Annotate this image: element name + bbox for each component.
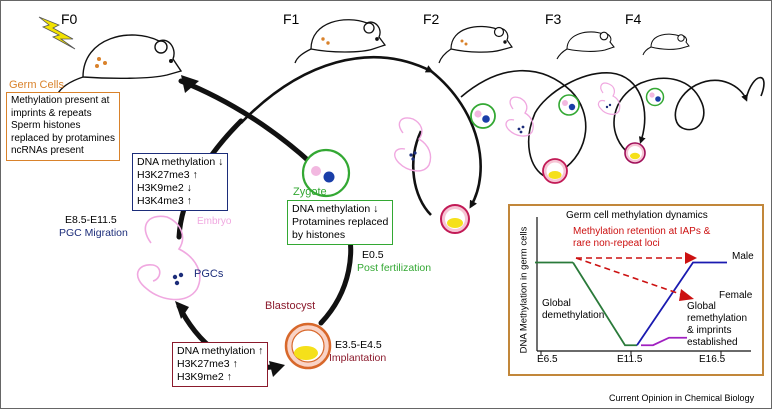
retention-note-line1: Methylation retention at IAPs &: [573, 226, 711, 237]
demethylation-line: [572, 262, 637, 347]
mouse-icon: [556, 31, 615, 60]
blastocyst-cell: [284, 322, 332, 370]
pgc-changes-box: DNA methylation ↓ H3K27me3 ↑ H3K9me2 ↓ H…: [132, 153, 229, 211]
female-label: Female: [719, 290, 753, 301]
xtick-e11-5: E11.5: [617, 354, 643, 365]
retention-arrow-female-head: [679, 289, 694, 301]
germ-cells-label: Germ Cells: [9, 79, 65, 91]
embryo-icon: [394, 117, 432, 172]
later-generation-loops: [460, 69, 765, 178]
demethylation-line1: Global: [542, 298, 571, 309]
inset-ylabel: DNA Methylation in germ cells: [518, 226, 530, 354]
mouse-icon: [56, 34, 183, 96]
blastocyst-label: Blastocyst: [265, 300, 316, 312]
lightning-icon: [38, 16, 76, 50]
journal-credit: Current Opinion in Chemical Biology: [609, 393, 755, 403]
post-fertilization-stage: E0.5: [362, 249, 384, 261]
methylation-chart: [535, 217, 751, 355]
blastocyst-cell: [542, 158, 568, 184]
mouse-icon: [438, 25, 513, 64]
zygote-box: DNA methylation ↓ Protamines replaced by…: [287, 200, 394, 245]
demethylation-line2: demethylation: [542, 310, 605, 321]
pgc-migration-stage: E8.5-E11.5: [65, 214, 117, 226]
zygote-cell: [301, 148, 351, 198]
mouse-icon: [642, 33, 690, 56]
embryo-label: Embryo: [197, 216, 232, 227]
zygote-label: Zygote: [293, 186, 327, 198]
series-line-female: [641, 336, 687, 347]
pgc-migration-label: PGC Migration: [59, 227, 128, 239]
generation-label-f1: F1: [283, 11, 300, 27]
female-note-line2: remethylation: [687, 313, 748, 324]
zygote-cell: [470, 103, 496, 129]
series-line-male: [636, 261, 727, 346]
female-note-line4: established: [687, 337, 738, 348]
post-fertilization-label: Post fertilization: [357, 262, 432, 274]
zygote-cell: [558, 94, 580, 116]
embryo-icon: [597, 82, 621, 115]
retention-arrow-female: [575, 257, 684, 296]
generation-label-f3: F3: [545, 11, 562, 27]
retention-arrow-male-head: [685, 252, 697, 264]
pgcs-label: PGCs: [194, 268, 224, 280]
embryo-icon: [505, 96, 534, 137]
xtick-e16-5: E16.5: [699, 354, 726, 365]
xtick-e6-5: E6.5: [537, 354, 558, 365]
germ-cells-box: Methylation present at imprints & repeat…: [6, 92, 120, 161]
blastocyst-stage: E3.5-E4.5: [335, 339, 382, 351]
zygote-cell: [645, 87, 665, 107]
male-label: Male: [732, 251, 754, 262]
blastocyst-cell: [624, 142, 646, 164]
implantation-box: DNA methylation ↑ H3K27me3 ↑ H3K9me2 ↑: [172, 342, 269, 387]
female-note-line3: & imprints: [687, 325, 732, 336]
mouse-icon: [294, 19, 387, 64]
generation-label-f0: F0: [61, 11, 78, 27]
implantation-label: Implantation: [329, 352, 387, 364]
embryo-icon: [136, 215, 201, 301]
inset-title: Germ cell methylation dynamics: [566, 210, 708, 221]
f1-life-cycle: [240, 55, 482, 216]
generation-label-f2: F2: [423, 11, 440, 27]
generation-label-f4: F4: [625, 11, 642, 27]
blastocyst-cell: [440, 204, 470, 234]
inset-panel: [508, 204, 764, 376]
female-note-line1: Global: [687, 301, 716, 312]
retention-note-line2: rare non-repeat loci: [573, 238, 660, 249]
